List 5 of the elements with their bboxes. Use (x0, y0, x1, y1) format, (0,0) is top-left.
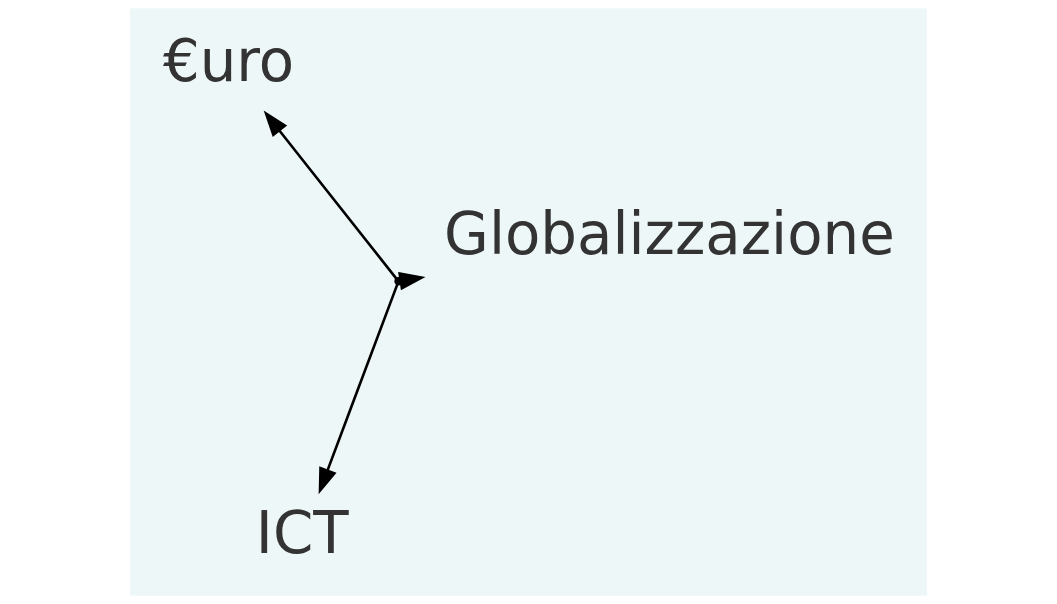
node-text: Globalizzazione (444, 199, 895, 268)
node-text: €uro (162, 26, 295, 95)
arrow (263, 110, 398, 280)
node-text: ICT (255, 498, 349, 567)
arrow (318, 283, 399, 495)
